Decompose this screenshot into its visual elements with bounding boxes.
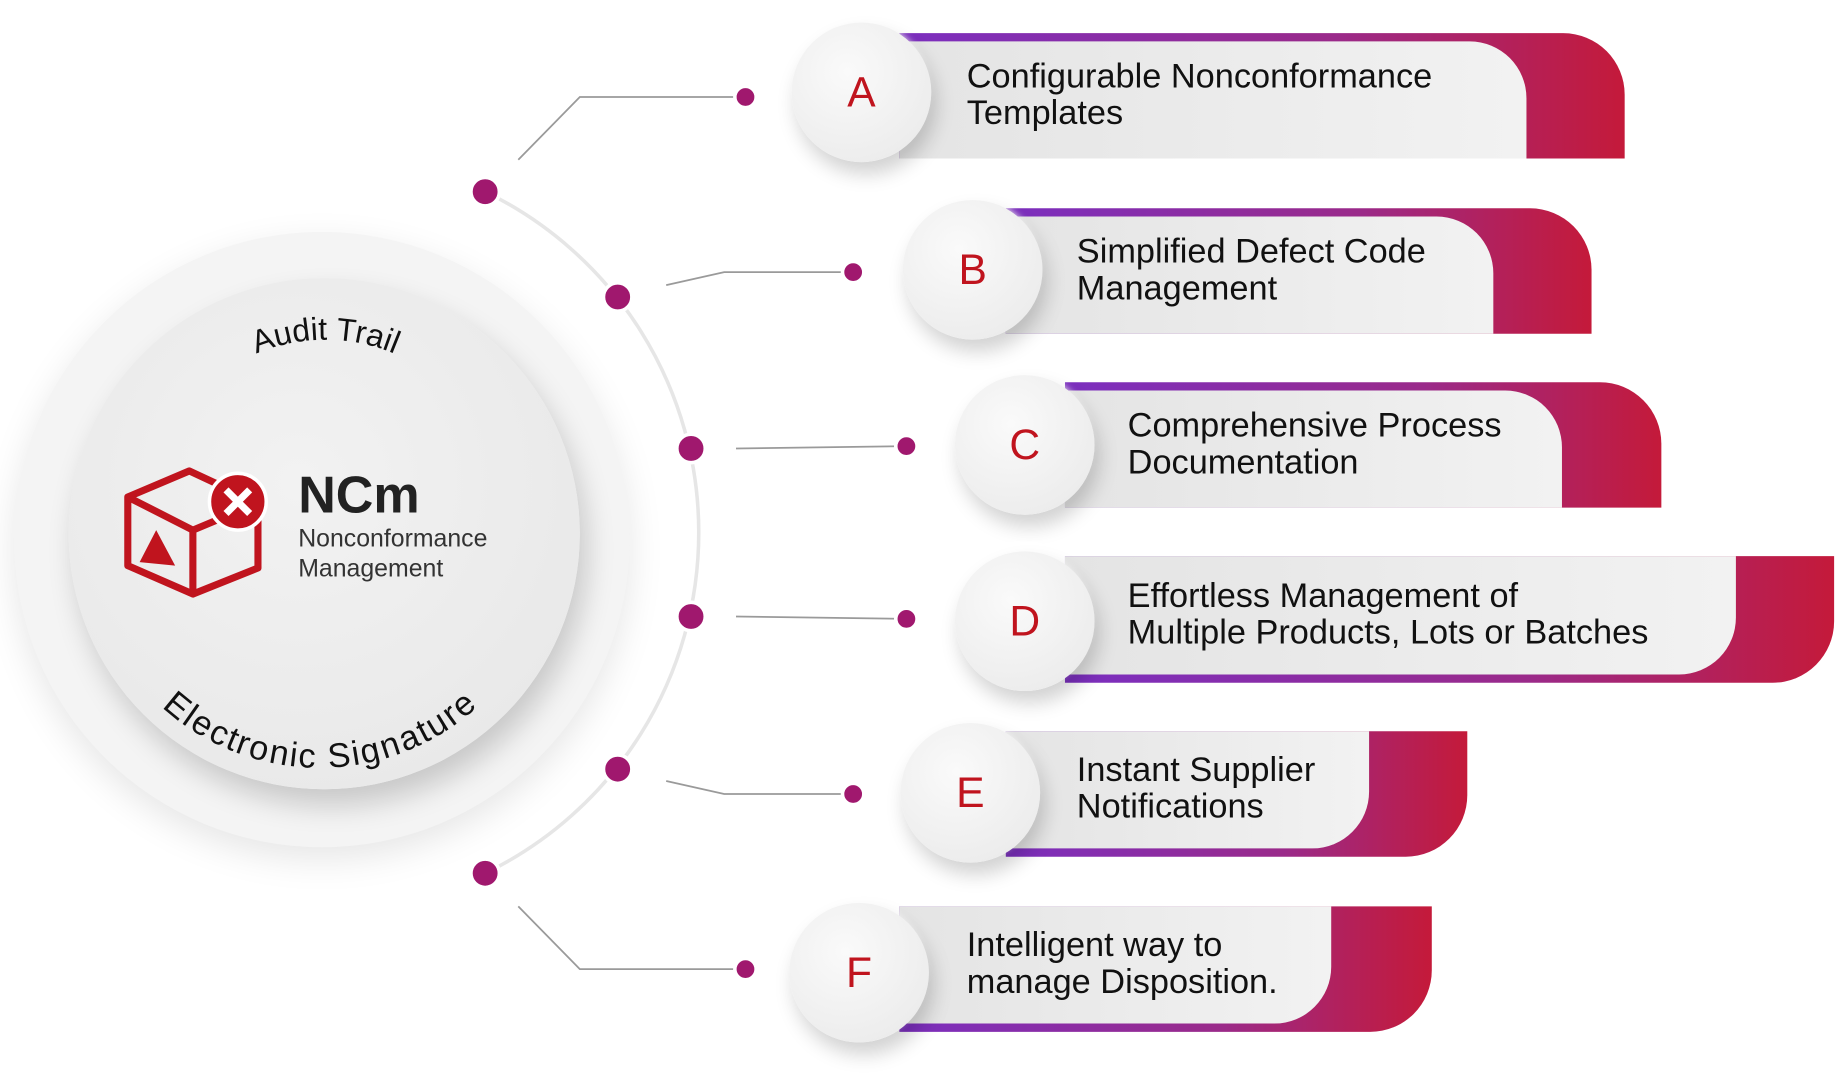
connector-b	[666, 271, 854, 287]
feature-title: Instant Supplier	[1076, 751, 1316, 790]
letter-badge-d: D	[954, 551, 1095, 692]
feature-title: Management	[1076, 269, 1278, 308]
end-dot	[840, 781, 866, 807]
end-dot	[733, 84, 758, 110]
feature-title: Documentation	[1127, 443, 1359, 482]
end-dot	[893, 606, 919, 632]
feature-title: manage Disposition.	[966, 963, 1278, 1002]
arc-dot	[601, 281, 634, 313]
letter-badge-b: B	[902, 199, 1043, 340]
end-dot	[733, 956, 758, 982]
svg-text:Audit Trail: Audit Trail	[246, 311, 405, 361]
connector-a	[517, 96, 746, 161]
arc-dot	[469, 857, 502, 890]
letter-badge-e: E	[900, 722, 1041, 863]
hub-subtitle-2: Management	[298, 554, 444, 583]
connector-c	[736, 445, 907, 450]
letter-badge-c: C	[954, 375, 1095, 515]
feature-title: Effortless Management of	[1127, 576, 1519, 615]
feature-title: Templates	[966, 94, 1124, 133]
arc-dot	[601, 753, 634, 786]
arc-dot	[675, 600, 708, 633]
hub-subtitle-1: Nonconformance	[298, 525, 488, 553]
feature-title: Comprehensive Process	[1127, 407, 1502, 445]
arc-line	[484, 190, 701, 875]
end-dot	[840, 259, 866, 285]
hub-disc	[68, 278, 580, 790]
feature-title: Simplified Defect Code	[1076, 233, 1426, 271]
feature-title: Configurable Nonconformance	[966, 57, 1433, 96]
connector-e	[666, 780, 854, 795]
feature-title: Intelligent way to	[966, 926, 1223, 965]
feature-title: Notifications	[1076, 788, 1264, 826]
end-dot	[893, 433, 919, 459]
arc-label-top: Audit Trail	[246, 311, 405, 361]
connector-d	[736, 615, 907, 620]
hub-title: NCm	[298, 466, 420, 525]
feature-title: Multiple Products, Lots or Batches	[1127, 613, 1649, 652]
connector-f	[517, 905, 746, 971]
svg-text:Electronic Signature: Electronic Signature	[156, 684, 483, 776]
arc-dot	[469, 175, 502, 208]
arc-dot	[675, 432, 708, 465]
letter-badge-f: F	[789, 902, 929, 1043]
letter-badge-a: A	[791, 22, 932, 163]
box-with-x-icon	[124, 467, 269, 598]
arc-label-bottom: Electronic Signature	[156, 684, 483, 776]
